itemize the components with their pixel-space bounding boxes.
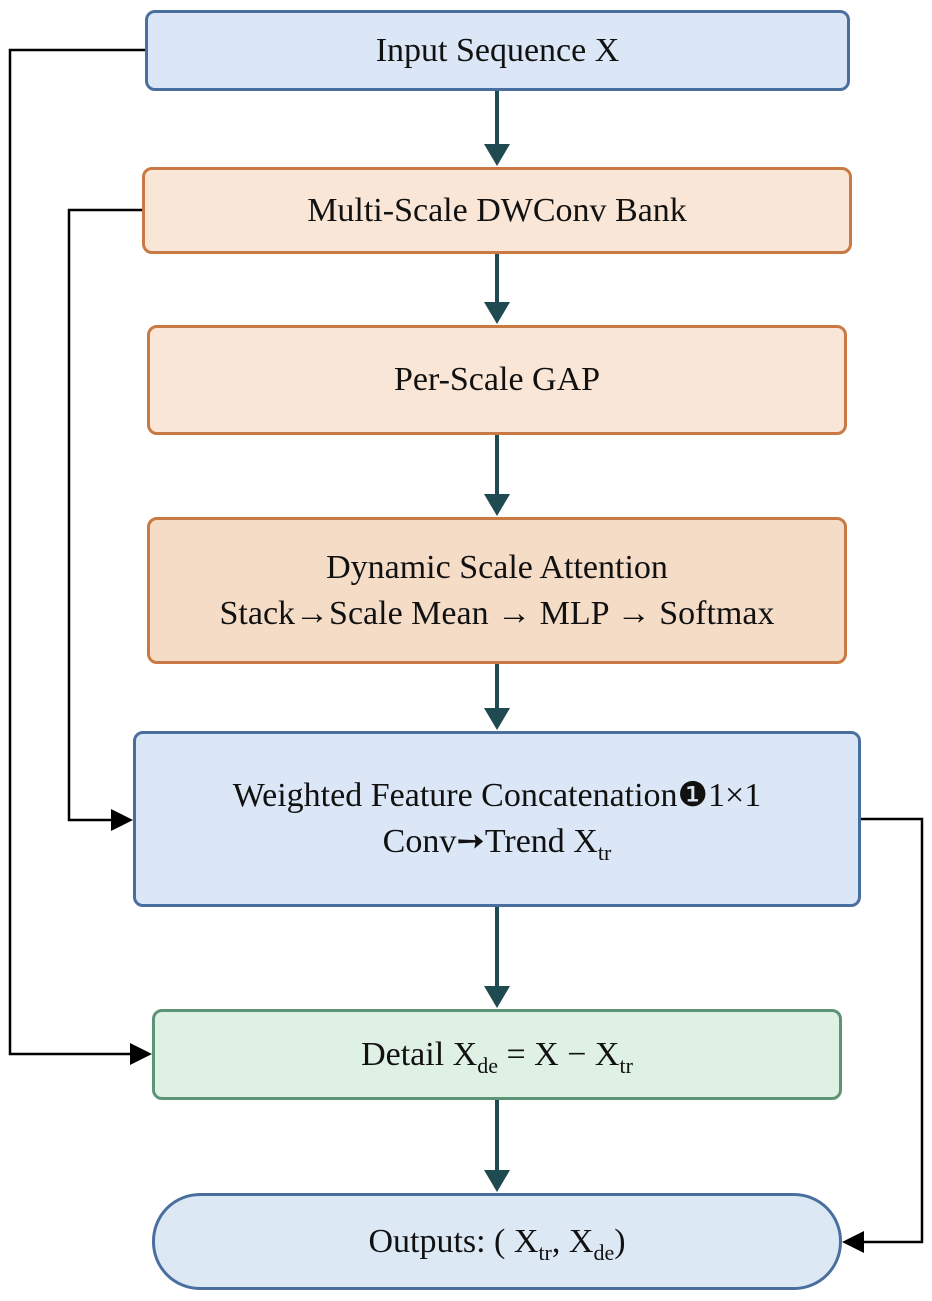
detail-prefix: Detail X <box>361 1035 478 1073</box>
arrowhead-skip-outputs <box>842 1231 864 1253</box>
attention-pipeline: Stack→Scale Mean → MLP → Softmax <box>219 594 775 632</box>
outputs-subscript-tr: tr <box>538 1239 552 1265</box>
detail-subscript-de: de <box>477 1052 498 1078</box>
main-flow-arrows <box>484 91 510 1192</box>
arrowhead-dwconv-to-gap <box>484 302 510 324</box>
input-sequence-node: Input Sequence X <box>145 10 850 91</box>
input-sequence-label: Input Sequence X <box>375 31 620 69</box>
skip-dwconv-to-weighted <box>67 208 142 822</box>
outputs-formula: Outputs: ( Xtr, Xde) <box>368 1219 625 1265</box>
arrowhead-attention-to-weighted <box>484 708 510 730</box>
skip-arrowheads <box>111 809 864 1253</box>
weighted-concat-node: Weighted Feature Concatenation❶1×1 Conv➙… <box>133 731 861 907</box>
per-scale-gap-node: Per-Scale GAP <box>147 325 847 435</box>
trend-subscript: tr <box>597 840 612 865</box>
detail-subscript-tr: tr <box>619 1052 633 1078</box>
detail-middle: = X − X <box>497 1035 620 1073</box>
arrowhead-skip-weighted <box>111 809 133 831</box>
outputs-prefix: Outputs: ( X <box>368 1222 539 1260</box>
weighted-concat-line2-text: Conv➙Trend X <box>382 823 598 860</box>
outputs-middle: , X <box>551 1222 594 1260</box>
arrowhead-weighted-to-detail <box>484 986 510 1008</box>
dynamic-scale-attention-node: Dynamic Scale Attention Stack→Scale Mean… <box>147 517 847 664</box>
skip-connections <box>8 48 924 1244</box>
weighted-concat-line1: Weighted Feature Concatenation❶1×1 <box>232 777 762 814</box>
arrowhead-skip-detail <box>130 1043 152 1065</box>
skip-weighted-to-outputs <box>861 817 924 1244</box>
outputs-subscript-de: de <box>593 1239 615 1265</box>
detail-node: Detail Xde = X − Xtr <box>152 1009 842 1100</box>
per-scale-gap-label: Per-Scale GAP <box>393 361 601 398</box>
detail-formula: Detail Xde = X − Xtr <box>361 1032 633 1078</box>
attention-title: Dynamic Scale Attention <box>326 548 668 586</box>
dwconv-bank-label: Multi-Scale DWConv Bank <box>307 191 687 229</box>
dwconv-bank-node: Multi-Scale DWConv Bank <box>142 167 852 254</box>
arrowhead-detail-to-outputs <box>484 1170 510 1192</box>
skip-input-to-detail <box>8 48 145 1056</box>
outputs-node: Outputs: ( Xtr, Xde) <box>152 1193 842 1290</box>
outputs-suffix: ) <box>614 1222 626 1260</box>
weighted-concat-line2: Conv➙Trend Xtr <box>383 819 612 865</box>
arrowhead-input-to-dwconv <box>484 144 510 166</box>
arrowhead-gap-to-attention <box>484 494 510 516</box>
